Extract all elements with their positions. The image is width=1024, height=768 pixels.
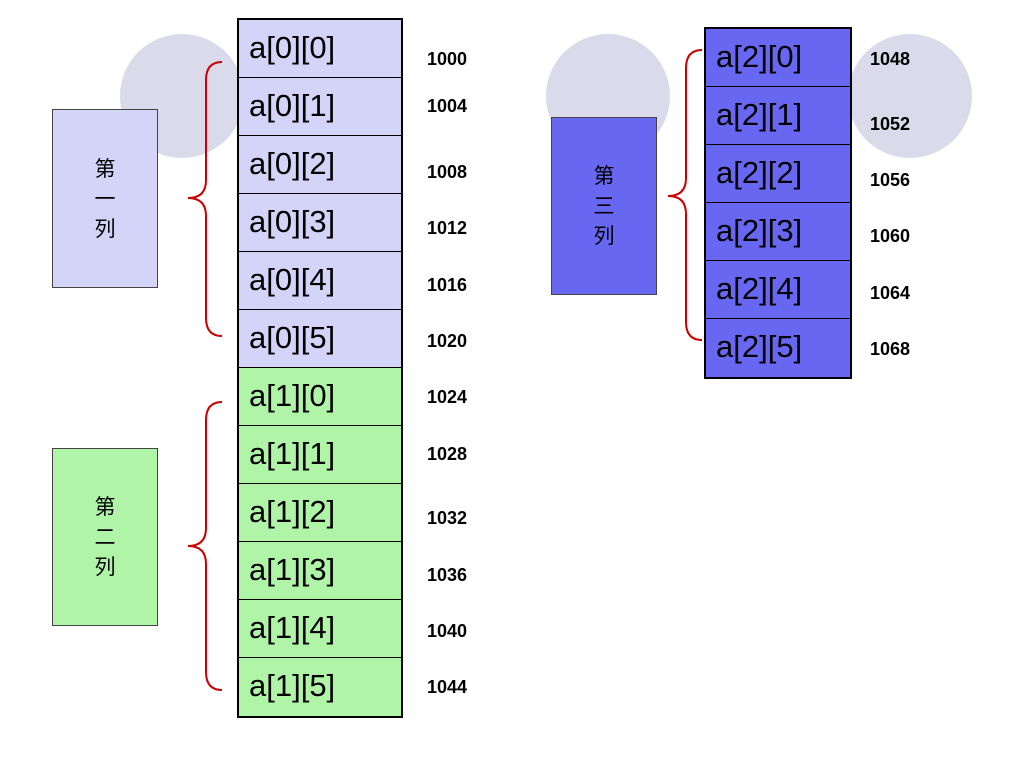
address-label: 1052	[870, 114, 911, 134]
array-cell: a[1][1]	[239, 426, 401, 484]
address-label: 1044	[427, 677, 468, 697]
array-cell: a[0][0]	[239, 20, 401, 78]
label-char: 三	[593, 194, 615, 218]
label-char: 第	[94, 495, 116, 519]
label-char: 第	[94, 156, 116, 181]
array-cell: a[0][3]	[239, 194, 401, 252]
array-cell: a[2][4]	[706, 261, 850, 319]
address-label: 1068	[870, 339, 911, 359]
address-label: 1040	[427, 621, 468, 641]
array-cell: a[1][2]	[239, 484, 401, 542]
label-char: 列	[94, 555, 116, 579]
address-label: 1028	[427, 444, 468, 464]
array-cell: a[2][5]	[706, 319, 850, 377]
label-char: 二	[94, 525, 116, 549]
brace-second-group	[187, 401, 223, 691]
array-cell: a[0][1]	[239, 78, 401, 136]
decor-circle-right	[848, 34, 972, 158]
label-char: 列	[593, 224, 615, 248]
address-label: 1012	[427, 218, 468, 238]
array-cell: a[1][5]	[239, 658, 401, 716]
array-cell: a[1][0]	[239, 368, 401, 426]
memory-column-right: a[2][0] a[2][1] a[2][2] a[2][3] a[2][4] …	[704, 27, 852, 379]
array-cell: a[2][1]	[706, 87, 850, 145]
address-label: 1048	[870, 49, 911, 69]
array-cell: a[0][4]	[239, 252, 401, 310]
address-label: 1056	[870, 170, 911, 190]
label-char: 第	[593, 164, 615, 188]
address-label: 1036	[427, 565, 468, 585]
third-column-label: 第 三 列	[551, 117, 657, 295]
memory-column-left: a[0][0] a[0][1] a[0][2] a[0][3] a[0][4] …	[237, 18, 403, 718]
address-label: 1020	[427, 331, 468, 351]
label-char: 一	[94, 186, 116, 211]
array-cell: a[0][5]	[239, 310, 401, 368]
label-char: 列	[94, 216, 116, 241]
array-cell: a[1][3]	[239, 542, 401, 600]
address-label: 1024	[427, 387, 468, 407]
address-label: 1064	[870, 283, 911, 303]
array-cell: a[2][2]	[706, 145, 850, 203]
array-cell: a[0][2]	[239, 136, 401, 194]
address-label: 1060	[870, 226, 911, 246]
address-label: 1032	[427, 508, 468, 528]
address-label: 1008	[427, 162, 468, 182]
address-label: 1004	[427, 96, 468, 116]
brace-third-group	[667, 49, 703, 341]
address-label: 1000	[427, 49, 468, 69]
array-cell: a[2][0]	[706, 29, 850, 87]
brace-first-group	[187, 61, 223, 337]
first-column-label: 第 一 列	[52, 109, 158, 288]
second-column-label: 第 二 列	[52, 448, 158, 626]
array-cell: a[1][4]	[239, 600, 401, 658]
address-label: 1016	[427, 275, 468, 295]
array-cell: a[2][3]	[706, 203, 850, 261]
